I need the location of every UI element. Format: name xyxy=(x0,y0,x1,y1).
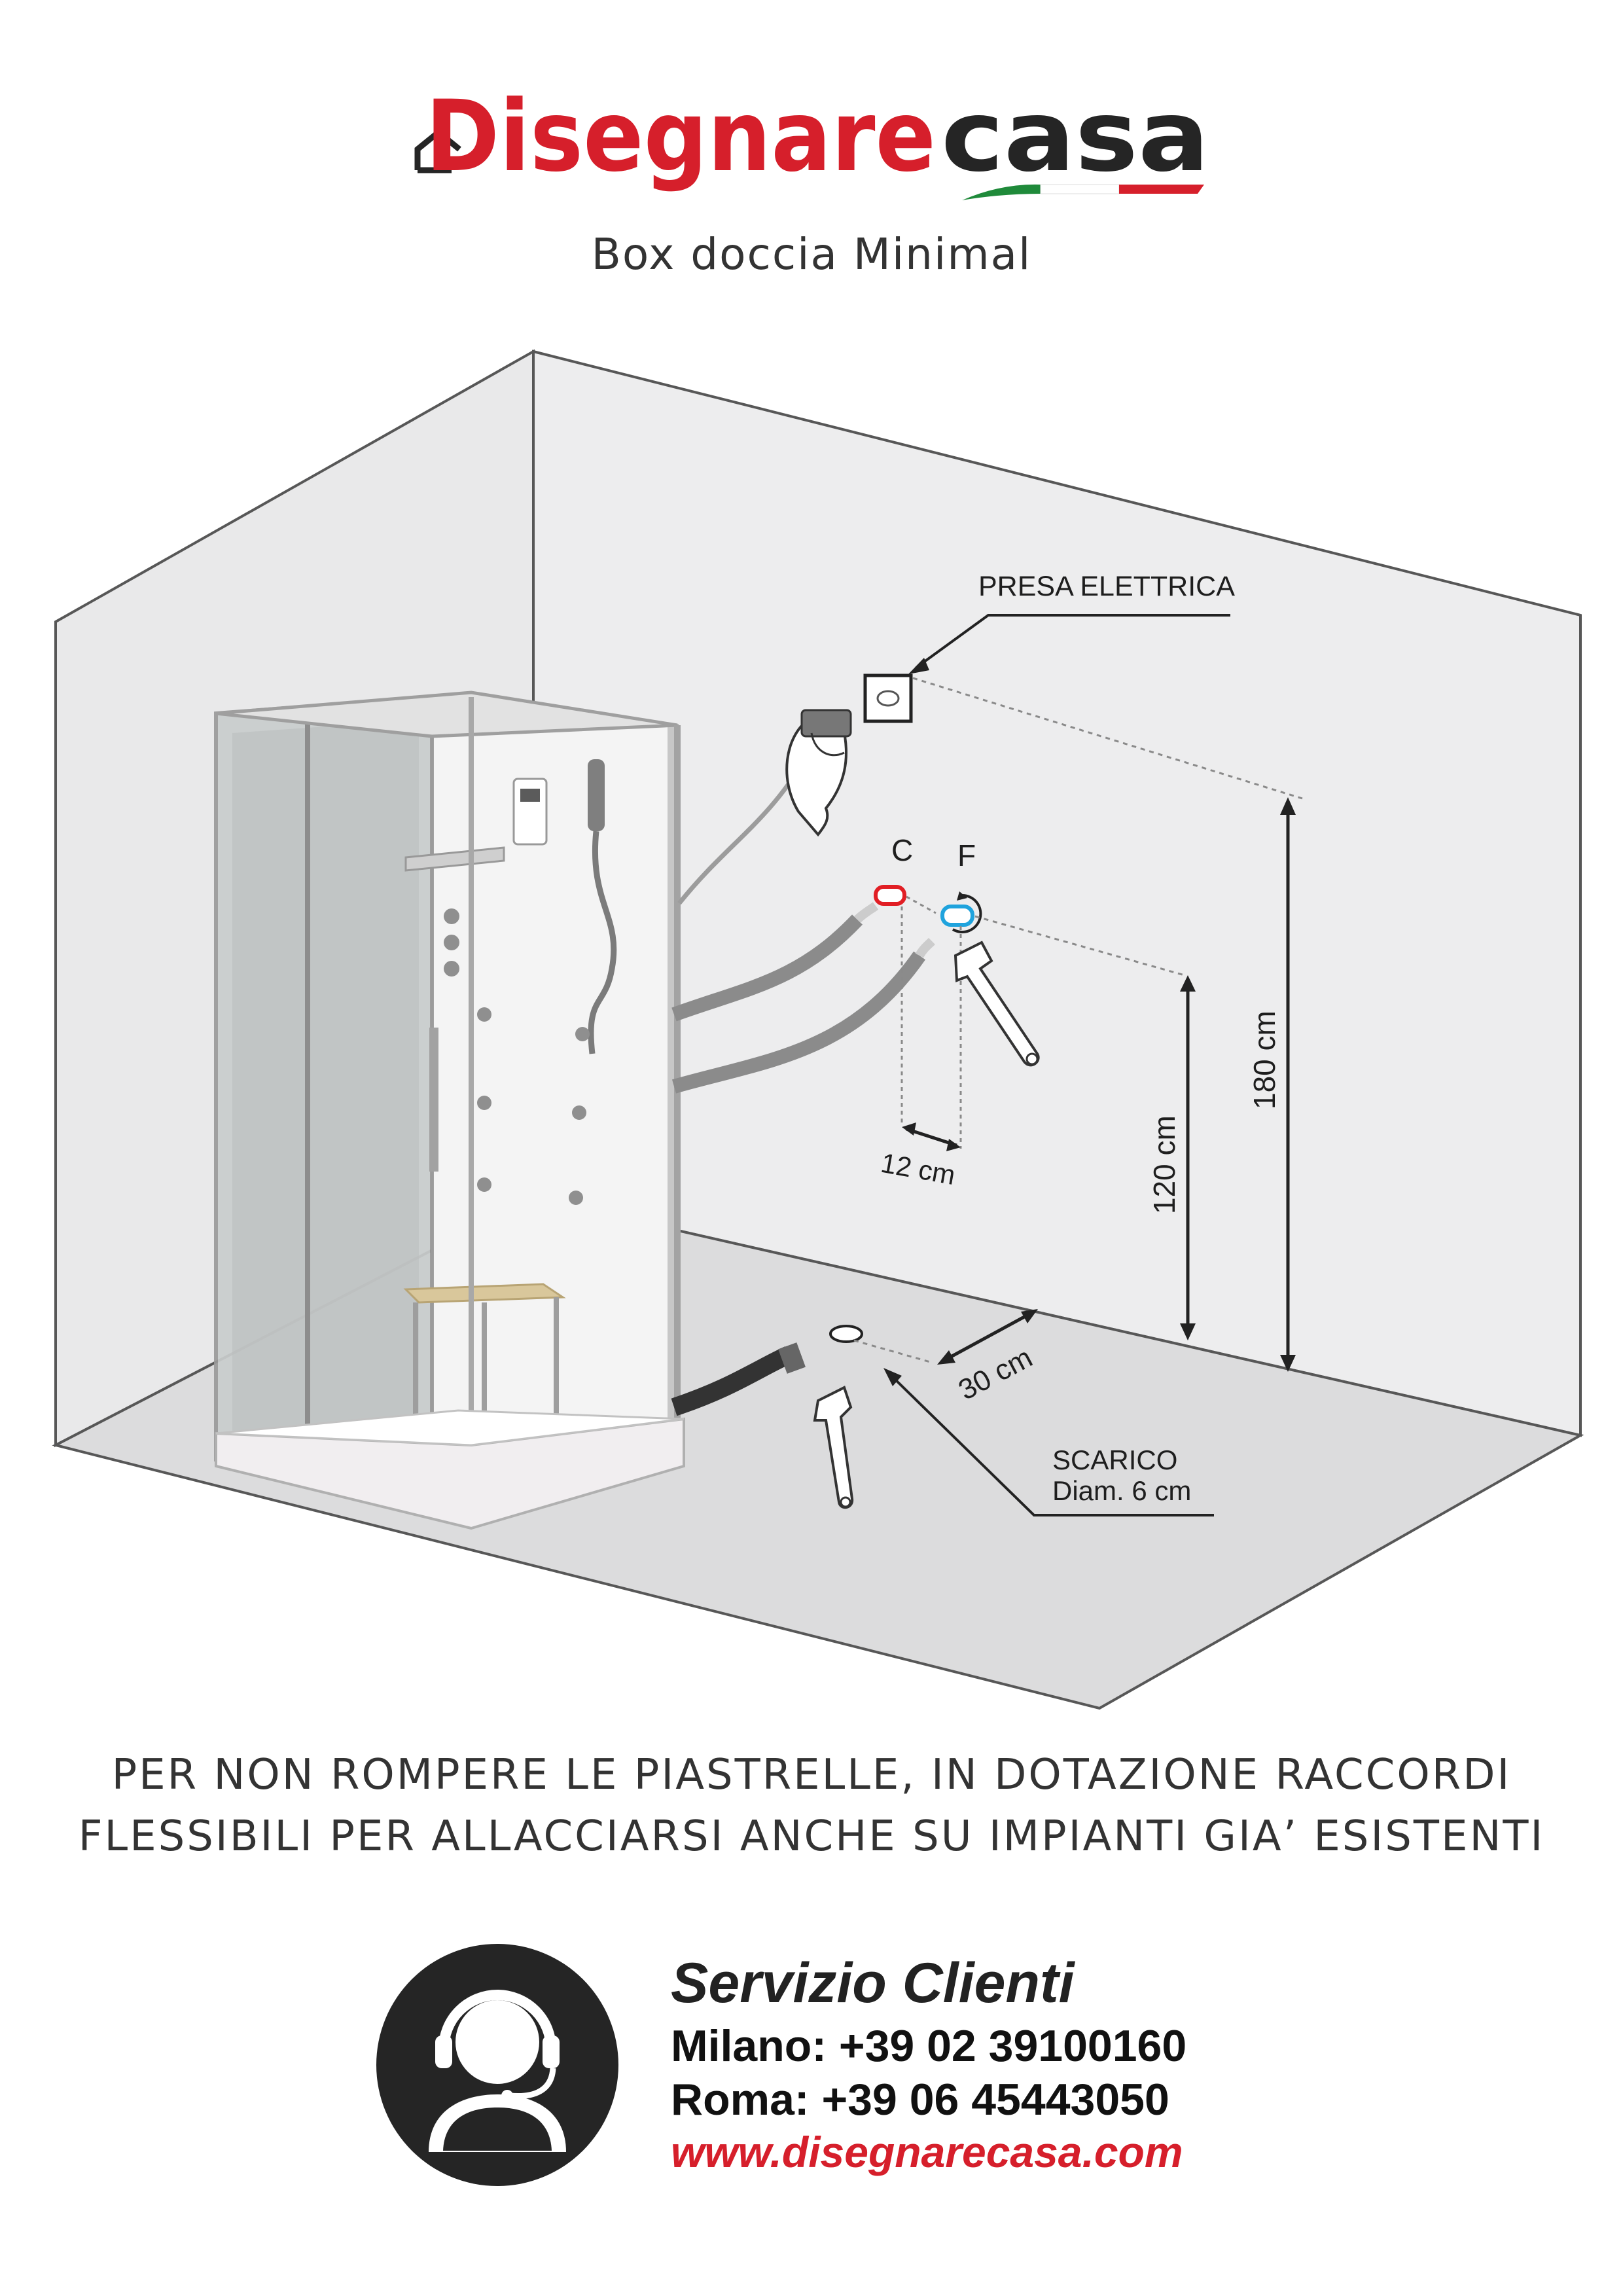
installation-notice: PER NON ROMPERE LE PIASTRELLE, IN DOTAZI… xyxy=(0,1744,1623,1867)
phone-roma[interactable]: Roma: +39 06 45443050 xyxy=(671,2075,1169,2125)
house-icon xyxy=(414,128,461,173)
notice-line-1: PER NON ROMPERE LE PIASTRELLE, IN DOTAZI… xyxy=(111,1751,1512,1799)
cold-water-valve-icon xyxy=(940,891,982,933)
height-water-label: 120 cm xyxy=(1147,1115,1181,1214)
drain-label: SCARICO xyxy=(1052,1444,1177,1475)
product-subtitle: Box doccia Minimal xyxy=(591,229,1032,279)
flag-swoosh xyxy=(962,184,1204,200)
drain-hose xyxy=(671,1346,793,1416)
height-outlet-label: 180 cm xyxy=(1247,1011,1281,1109)
hot-water-hose xyxy=(671,914,863,1022)
customer-service: Servizio Clienti Milano: +39 02 39100160… xyxy=(671,1947,1522,2178)
power-outlet-label: PRESA ELETTRICA xyxy=(978,571,1235,602)
cold-label: F xyxy=(957,838,976,872)
hand-plug-icon xyxy=(785,709,852,837)
hot-water-valve-icon xyxy=(874,885,906,906)
power-outlet-icon xyxy=(863,673,913,723)
brand-logo: Disegnare casa xyxy=(412,72,1217,203)
website-link[interactable]: www.disegnarecasa.com xyxy=(671,2128,1183,2176)
cold-water-hose xyxy=(671,951,926,1094)
wrench-icon xyxy=(813,1386,854,1509)
logo-graphic: Disegnare casa xyxy=(414,80,1209,200)
customer-service-title: Servizio Clienti xyxy=(671,1952,1075,2015)
diagram-svg: PRESA ELETTRICA C F 12 cm 120 cm xyxy=(52,349,1584,1710)
notice-line-2: FLESSIBILI PER ALLACCIARSI ANCHE SU IMPI… xyxy=(78,1812,1545,1861)
wrench-icon xyxy=(954,941,1040,1067)
headset-operator-icon xyxy=(376,1944,618,2186)
drain-icon xyxy=(829,1325,863,1343)
shower-cabin-icon xyxy=(214,691,685,1530)
installation-diagram: PRESA ELETTRICA C F 12 cm 120 cm xyxy=(0,327,1623,1754)
drain-diameter-label: Diam. 6 cm xyxy=(1052,1475,1191,1506)
logo-text-dark: casa xyxy=(941,80,1209,194)
hot-label: C xyxy=(891,833,913,867)
logo-text-red: Disegnare xyxy=(425,80,936,194)
phone-milano[interactable]: Milano: +39 02 39100160 xyxy=(671,2021,1187,2071)
